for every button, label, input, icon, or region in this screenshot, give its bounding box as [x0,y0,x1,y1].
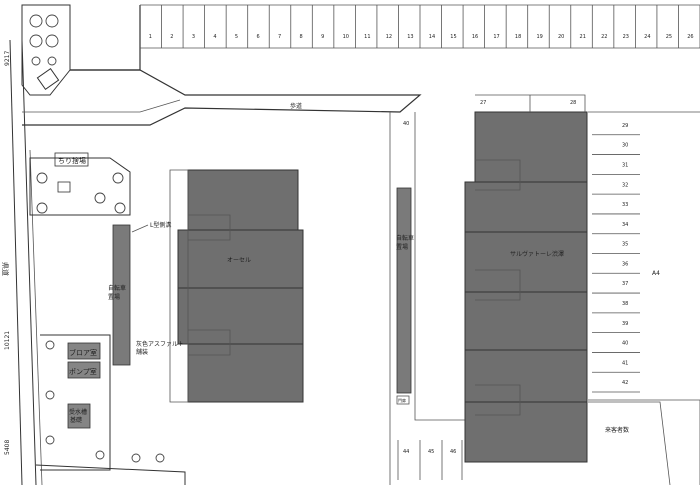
top-stall-number: 2 [170,34,173,40]
bottom-boundary [35,464,186,485]
small-box [396,395,410,405]
bike-strip-mid [396,187,412,394]
utility-area [40,334,111,471]
top-stall-number: 20 [558,34,564,40]
small-box-label: 門扉 [398,397,406,403]
road-code-label: 10121 [4,331,11,350]
utility-trees [45,340,165,463]
building-left [169,169,304,403]
stall-45: 45 [428,449,434,455]
top-stall-number: 17 [493,34,499,40]
pump-room [67,361,101,379]
road-code-top: 9217 [4,51,11,66]
left-road-edge-third [29,149,43,485]
top-stall-number: 25 [666,34,672,40]
top-stall-number: 18 [515,34,521,40]
right-stall-number: 33 [622,202,628,208]
blower-room [67,342,101,360]
top-stall-number: 4 [213,34,216,40]
bike-mid-label: 自転車置場 [396,234,414,251]
right-parking-stalls [592,134,640,393]
top-stall-number: 8 [300,34,303,40]
small-mid-label: 40 [403,121,409,127]
blower-label: ブロア室 [69,348,97,357]
top-left-planter [21,4,71,96]
top-stall-number: 12 [386,34,392,40]
left-road-edge-outer [9,39,23,485]
top-stall-number: 3 [192,34,195,40]
asphalt-label: 灰色アスファルト舗装 [136,340,184,356]
left-road-edge-inner [21,39,37,485]
tank-label: 受水槽基礎 [69,408,87,424]
top-left-box [36,67,60,91]
road-code-bottom: 5408 [4,440,11,455]
right-lower-edge [588,401,671,485]
right-parking-numbers: 29 30 31 32 33 34 35 36 37 38 39 40 41 42 [622,123,628,386]
right-stall-number: 37 [622,281,628,287]
right-stall-number: 40 [622,341,628,347]
top-stall-number: 6 [256,34,259,40]
stall-28: 28 [570,100,576,106]
a4-label: A4 [652,270,660,277]
right-parking-boundary [588,111,700,485]
top-stall-number: 23 [623,34,629,40]
top-stall-number: 15 [450,34,456,40]
building-left-label: オーセル [227,257,251,264]
top-stall-number: 19 [536,34,542,40]
trash-bin [57,181,71,193]
trash-trees [36,172,126,214]
trash-area [29,157,131,216]
right-stall-number: 29 [622,123,628,129]
top-stall-number: 24 [644,34,650,40]
top-left-trees [29,14,59,66]
top-stall-number: 10 [343,34,349,40]
building-right-label: サルヴァトーレ渋澤 [510,250,564,258]
top-stall-number: 13 [407,34,413,40]
left-road-label: 県道 [1,262,10,276]
visitor-label: 来客者数 [605,426,629,434]
right-stall-number: 34 [622,222,628,228]
right-stall-number: 35 [622,242,628,248]
bike-left-label: 自転車置場 [108,284,126,301]
stall-27: 27 [480,100,486,106]
pump-label: ポンプ室 [69,367,97,376]
building-right [464,111,588,463]
trash-label: ちり捨場 [58,156,86,165]
ldrain-label: L型側溝 [150,221,171,229]
corner-stall-box [475,94,586,112]
right-stall-number: 32 [622,182,628,188]
right-stall-number: 39 [622,321,628,327]
right-stall-number: 38 [622,301,628,307]
top-stall-number: 5 [235,34,238,40]
tank-base [67,403,91,429]
top-stall-number: 16 [472,34,478,40]
top-parking-stalls [161,5,700,48]
walkway-band [22,69,422,126]
ldrain-leader [131,224,149,233]
stall-44: 44 [403,449,409,455]
right-stall-number: 31 [622,162,628,168]
right-stall-number: 36 [622,261,628,267]
top-stall-number: 11 [364,34,370,40]
top-stall-number: 22 [601,34,607,40]
right-stall-number: 42 [622,380,628,386]
top-stall-number: 26 [687,34,693,40]
walkway-label: 歩道 [290,102,302,110]
top-stall-number: 9 [321,34,324,40]
stall-46: 46 [450,449,456,455]
top-stall-number: 14 [429,34,435,40]
center-lane [389,112,465,485]
right-stall-number: 41 [622,360,628,366]
top-stall-number: 7 [278,34,281,40]
bike-strip-left [112,224,131,366]
right-stall-number: 30 [622,143,628,149]
trash-label-box [54,152,89,167]
walkway-band-inner [22,99,181,113]
top-parking-boundary [70,5,141,71]
bottom-parking-stalls [397,440,463,480]
top-stall-number: 21 [580,34,586,40]
top-stall-number: 1 [149,34,152,40]
